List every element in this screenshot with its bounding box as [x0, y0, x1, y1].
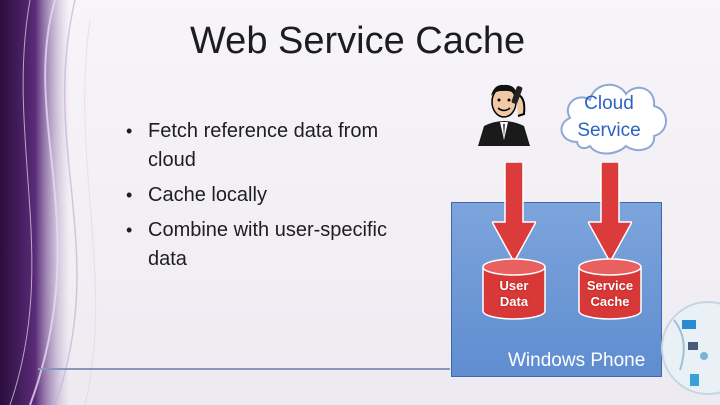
bullet-dot-icon: •	[126, 185, 133, 205]
bullet-item: • Fetch reference data from cloud	[120, 117, 430, 175]
service-cache-line1: Service	[586, 278, 634, 293]
bullet-dot-icon: •	[126, 121, 133, 141]
service-cache-database-icon	[578, 258, 642, 320]
cloud-label-line2: Service	[577, 120, 641, 141]
bullet-dot-icon: •	[126, 220, 133, 240]
user-data-database-icon	[482, 258, 546, 320]
cloud-icon	[560, 84, 667, 155]
user-data-line2: Data	[499, 294, 529, 309]
businessman-phone-icon	[478, 84, 530, 146]
decorative-swirl	[0, 0, 97, 405]
cloud-label-line1: Cloud	[584, 93, 634, 114]
bullet-item: • Combine with user-specific data	[120, 216, 430, 274]
bullet-text: Fetch reference data from cloud	[148, 120, 379, 171]
service-cache-line2: Cache	[590, 294, 630, 309]
divider-line	[38, 368, 450, 370]
bullet-text: Combine with user-specific data	[148, 219, 387, 270]
user-data-line1: User	[499, 278, 529, 293]
user-data-label: User Data	[485, 278, 543, 310]
arrow-down-icon	[492, 162, 536, 262]
service-cache-label: Service Cache	[580, 278, 640, 310]
cloud-service-label: Cloud Service	[569, 90, 649, 144]
slide-title: Web Service Cache	[190, 20, 526, 62]
arrow-down-icon	[588, 162, 632, 262]
bullet-list: • Fetch reference data from cloud • Cache …	[120, 117, 430, 280]
decorative-globe-graphic	[661, 301, 720, 395]
bullet-item: • Cache locally	[120, 181, 430, 210]
bullet-text: Cache locally	[148, 184, 267, 206]
windows-phone-label: Windows Phone	[508, 350, 646, 371]
